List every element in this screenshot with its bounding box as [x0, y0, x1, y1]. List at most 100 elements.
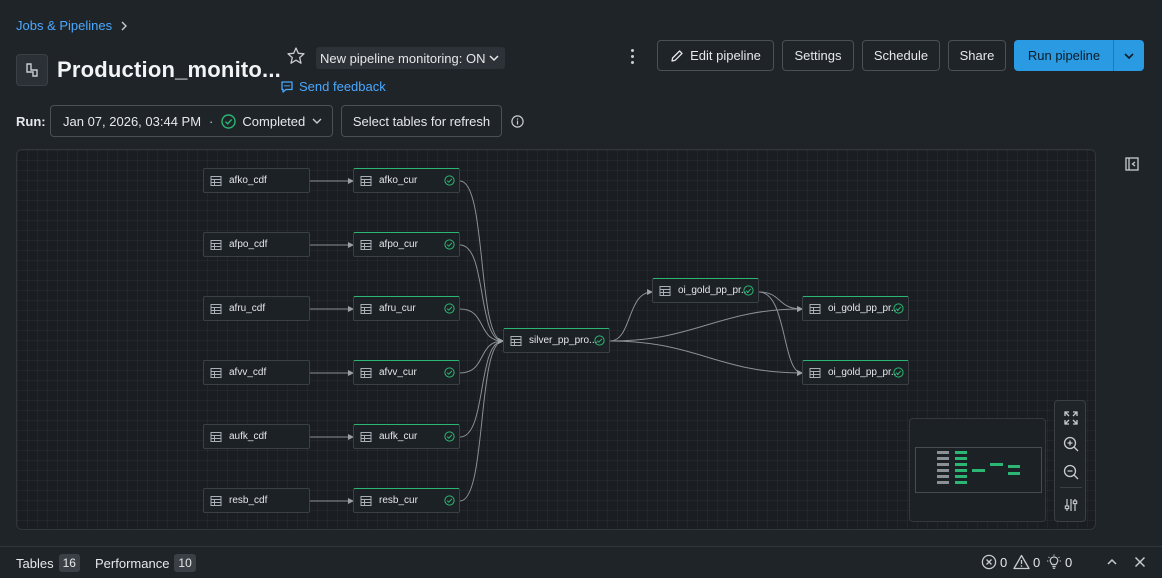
chevron-down-icon — [489, 55, 499, 62]
graph-edges — [310, 178, 803, 504]
settings-button[interactable]: Settings — [782, 40, 854, 71]
check-circle-icon — [221, 113, 237, 129]
table-icon — [360, 367, 372, 378]
node-afpo-cur[interactable]: afpo_cur — [353, 232, 460, 257]
minimap-node — [955, 469, 967, 472]
node-gold-2[interactable]: oi_gold_pp_pr... — [802, 296, 909, 321]
table-icon — [210, 239, 222, 250]
table-icon — [809, 367, 821, 378]
edit-pipeline-label: Edit pipeline — [690, 48, 761, 63]
share-button[interactable]: Share — [948, 40, 1006, 71]
node-afvv-cdf[interactable]: afvv_cdf — [203, 360, 310, 385]
error-icon — [981, 554, 997, 570]
monitoring-toggle[interactable]: New pipeline monitoring: ON — [316, 47, 506, 69]
node-afko-cdf[interactable]: afko_cdf — [203, 168, 310, 193]
bottom-bar: Tables 16 Performance 10 0 0 0 — [0, 546, 1162, 578]
node-label: afpo_cdf — [229, 239, 268, 250]
node-gold-3[interactable]: oi_gold_pp_pr... — [802, 360, 909, 385]
check-circle-icon — [444, 303, 455, 314]
minimap-node — [990, 463, 1003, 466]
run-label: Run: — [16, 114, 46, 129]
zoom-divider — [1060, 487, 1082, 488]
node-label: afpo_cur — [379, 239, 418, 250]
node-aufk-cdf[interactable]: aufk_cdf — [203, 424, 310, 449]
warning-icon — [1013, 554, 1030, 570]
fit-view-icon[interactable] — [1062, 409, 1080, 427]
run-options-button[interactable] — [1113, 40, 1144, 71]
run-pipeline-button[interactable]: Run pipeline — [1014, 40, 1114, 71]
info-icon[interactable] — [511, 115, 524, 128]
minimap-node — [1008, 465, 1020, 468]
check-circle-icon — [893, 367, 904, 378]
error-count-value: 0 — [1000, 554, 1008, 570]
tables-count-badge: 16 — [58, 554, 80, 572]
minimap-node — [1008, 472, 1020, 475]
suggestion-count-value: 0 — [1065, 554, 1073, 570]
table-icon — [210, 431, 222, 442]
schedule-button[interactable]: Schedule — [862, 40, 940, 71]
table-icon — [360, 303, 372, 314]
chevron-up-icon[interactable] — [1105, 555, 1119, 569]
tab-performance[interactable]: Performance 10 — [95, 554, 196, 572]
send-feedback-label: Send feedback — [299, 79, 386, 94]
minimap-node — [937, 469, 949, 472]
node-afru-cdf[interactable]: afru_cdf — [203, 296, 310, 321]
error-count[interactable]: 0 — [981, 554, 1007, 570]
zoom-in-icon[interactable] — [1062, 435, 1080, 453]
node-afpo-cdf[interactable]: afpo_cdf — [203, 232, 310, 257]
minimap-node — [937, 481, 949, 484]
title-row: Production_monito... — [16, 54, 281, 86]
check-circle-icon — [444, 431, 455, 442]
table-icon — [360, 175, 372, 186]
edit-pipeline-button[interactable]: Edit pipeline — [657, 40, 774, 71]
run-select[interactable]: Jan 07, 2026, 03:44 PM · Completed — [50, 105, 333, 137]
minimap-node — [937, 475, 949, 478]
collapse-panel-icon[interactable] — [1124, 156, 1140, 172]
minimap-viewport[interactable] — [915, 447, 1042, 493]
node-afru-cur[interactable]: afru_cur — [353, 296, 460, 321]
node-resb-cur[interactable]: resb_cur — [353, 488, 460, 513]
schedule-label: Schedule — [873, 48, 929, 63]
check-circle-icon — [743, 285, 754, 296]
edge-afru-silver — [459, 308, 504, 344]
star-icon[interactable] — [286, 46, 306, 66]
node-label: aufk_cdf — [229, 431, 267, 442]
edge-gold1-gold3 — [758, 291, 803, 376]
more-options-icon[interactable] — [626, 46, 638, 66]
warning-count[interactable]: 0 — [1013, 554, 1040, 570]
layout-settings-icon[interactable] — [1062, 496, 1080, 514]
node-label: resb_cdf — [229, 495, 268, 506]
table-icon — [510, 335, 522, 346]
node-resb-cdf[interactable]: resb_cdf — [203, 488, 310, 513]
node-label: aufk_cur — [379, 431, 418, 442]
send-feedback-link[interactable]: Send feedback — [280, 79, 386, 94]
node-afvv-cur[interactable]: afvv_cur — [353, 360, 460, 385]
minimap-node — [937, 451, 949, 454]
zoom-controls — [1054, 400, 1086, 522]
close-icon[interactable] — [1133, 555, 1147, 569]
node-gold-1[interactable]: oi_gold_pp_pr... — [652, 278, 759, 303]
minimap[interactable] — [909, 418, 1046, 522]
edge-resb-silver — [459, 338, 504, 502]
breadcrumb-jobs-pipelines[interactable]: Jobs & Pipelines — [16, 18, 113, 33]
select-tables-refresh-button[interactable]: Select tables for refresh — [341, 105, 502, 137]
run-status: Completed — [221, 114, 305, 129]
table-icon — [360, 495, 372, 506]
edge-afpo-silver — [459, 244, 504, 344]
node-silver[interactable]: silver_pp_pro... — [503, 328, 610, 353]
tab-tables[interactable]: Tables 16 — [16, 554, 80, 572]
table-icon — [360, 431, 372, 442]
minimap-node — [937, 463, 949, 466]
chevron-down-icon — [1124, 52, 1134, 59]
node-aufk-cur[interactable]: aufk_cur — [353, 424, 460, 449]
run-separator: · — [209, 113, 214, 129]
node-afko-cur[interactable]: afko_cur — [353, 168, 460, 193]
edge-aufk-silver — [459, 338, 504, 438]
zoom-out-icon[interactable] — [1062, 463, 1080, 481]
run-pipeline-label: Run pipeline — [1027, 48, 1101, 63]
node-label: oi_gold_pp_pr... — [828, 303, 900, 314]
suggestion-count[interactable]: 0 — [1046, 554, 1072, 570]
chevron-right-icon — [121, 21, 128, 30]
performance-count-badge: 10 — [174, 554, 196, 572]
